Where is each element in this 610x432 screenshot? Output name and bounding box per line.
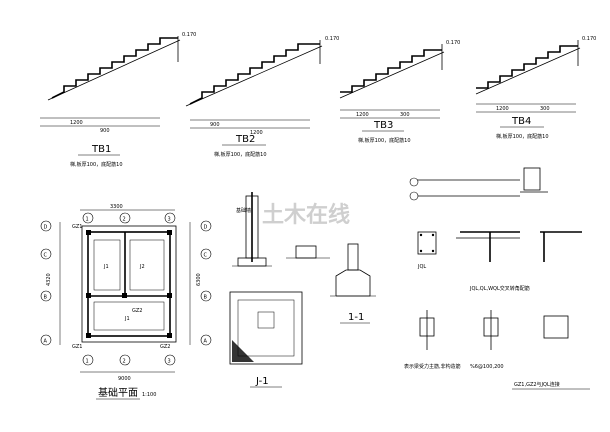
stair-tb4: 1200 300 0.170 TB4 梯,板厚100，底配筋10 <box>475 36 596 140</box>
gz-hoop: %6@100,200 <box>470 364 504 370</box>
gz-title: GZ1,GZ2与JQL连接 <box>514 381 560 388</box>
plan-label-7: GZ2 <box>132 308 142 314</box>
plan-label-1: J1 <box>103 264 109 270</box>
tb4-dim-bottom: 1200 <box>496 106 509 112</box>
grid-d-right: D <box>204 225 208 231</box>
plan-dim-total: 9000 <box>118 376 131 382</box>
tb4-top-level: 0.170 <box>582 36 596 42</box>
plan-scale: 1:100 <box>142 392 156 398</box>
grid-d-left: D <box>44 225 48 231</box>
grid-2-bottom: 2 <box>123 359 126 365</box>
tb2-dim-bottom: 900 <box>210 122 220 128</box>
section-title: 1-1 <box>348 312 364 323</box>
jql-title: JQL <box>417 264 426 270</box>
stair-tb2: 900 1200 0.170 TB2 梯,板厚100，底配筋10 <box>185 36 339 158</box>
plan-label-5: GZ2 <box>160 344 170 350</box>
wall-section-detail: 基础墙 <box>232 192 330 267</box>
grid-a-right: A <box>204 339 208 345</box>
grid-3-bottom: 3 <box>168 359 171 365</box>
grid-c-right: C <box>204 253 208 259</box>
tb4-title: TB4 <box>511 116 531 127</box>
beam-sections <box>409 167 548 201</box>
wall-label: 基础墙 <box>236 207 251 214</box>
grid-1-bottom: 1 <box>86 359 89 365</box>
grid-1-top: 1 <box>86 217 89 223</box>
grid-2-top: 2 <box>123 217 126 223</box>
tb1-dim-bottom: 1200 <box>70 120 83 126</box>
grid-a-left: A <box>44 339 48 345</box>
tb2-title: TB2 <box>235 134 255 145</box>
plan-dim-top: 3300 <box>110 204 123 210</box>
j1-title: J-1 <box>255 376 269 387</box>
tb3-dim-bottom: 1200 <box>356 112 369 118</box>
jql-section: JQL <box>417 231 437 270</box>
tb1-note: 梯,板厚100，底配筋10 <box>70 161 123 168</box>
tb4-dim-mid: 300 <box>540 106 550 112</box>
tb3-top-level: 0.170 <box>446 40 460 46</box>
plan-dim-left: 4320 <box>46 273 52 286</box>
plan-label-2: J2 <box>139 264 145 270</box>
plan-dim-right: 6300 <box>196 273 202 286</box>
tb1-dim-mid: 900 <box>100 128 110 134</box>
tb4-note: 梯,板厚100，底配筋10 <box>496 133 549 140</box>
corner-title: JQL,QL,WQL交叉转角配筋 <box>469 285 530 292</box>
plan-label-6: GZ1 <box>72 344 82 350</box>
tb3-title: TB3 <box>373 120 393 131</box>
grid-3-top: 3 <box>168 217 171 223</box>
tb1-top-level: 0.170 <box>182 32 196 38</box>
tb2-note: 梯,板厚100，底配筋10 <box>214 151 267 158</box>
j1-footing-detail: J-1 <box>229 291 303 388</box>
tb1-title: TB1 <box>91 144 111 155</box>
stair-tb3: 1200 300 0.170 TB3 梯,板厚100，底配筋10 <box>339 40 460 144</box>
corner-reinforcement: JQL,QL,WQL交叉转角配筋 <box>456 231 582 292</box>
tb2-dim-mid: 1200 <box>250 130 263 136</box>
gz-connection: 表示梁受力主筋,非构造筋 %6@100,200 GZ1,GZ2与JQL连接 <box>404 310 590 390</box>
grid-b-left: B <box>44 295 48 301</box>
grid-b-right: B <box>204 295 208 301</box>
stair-tb1: 1200 900 0.170 TB1 梯,板厚100，底配筋10 <box>40 32 196 168</box>
plan-label-4: GZ1 <box>72 224 82 230</box>
section-1-1: 1-1 <box>330 243 376 324</box>
plan-title: 基础平面 <box>98 386 138 399</box>
grid-c-left: C <box>44 253 48 259</box>
gz-note: 表示梁受力主筋,非构造筋 <box>404 363 461 370</box>
tb2-top-level: 0.170 <box>325 36 339 42</box>
watermark: 土木在线 <box>262 202 350 228</box>
tb3-dim-mid: 300 <box>400 112 410 118</box>
plan-label-3: J1 <box>124 316 130 322</box>
foundation-plan: 3300 9000 4320 6300 J1 J2 J1 GZ1 GZ2 GZ1… <box>40 204 212 400</box>
tb3-note: 梯,板厚100，底配筋10 <box>358 137 411 144</box>
